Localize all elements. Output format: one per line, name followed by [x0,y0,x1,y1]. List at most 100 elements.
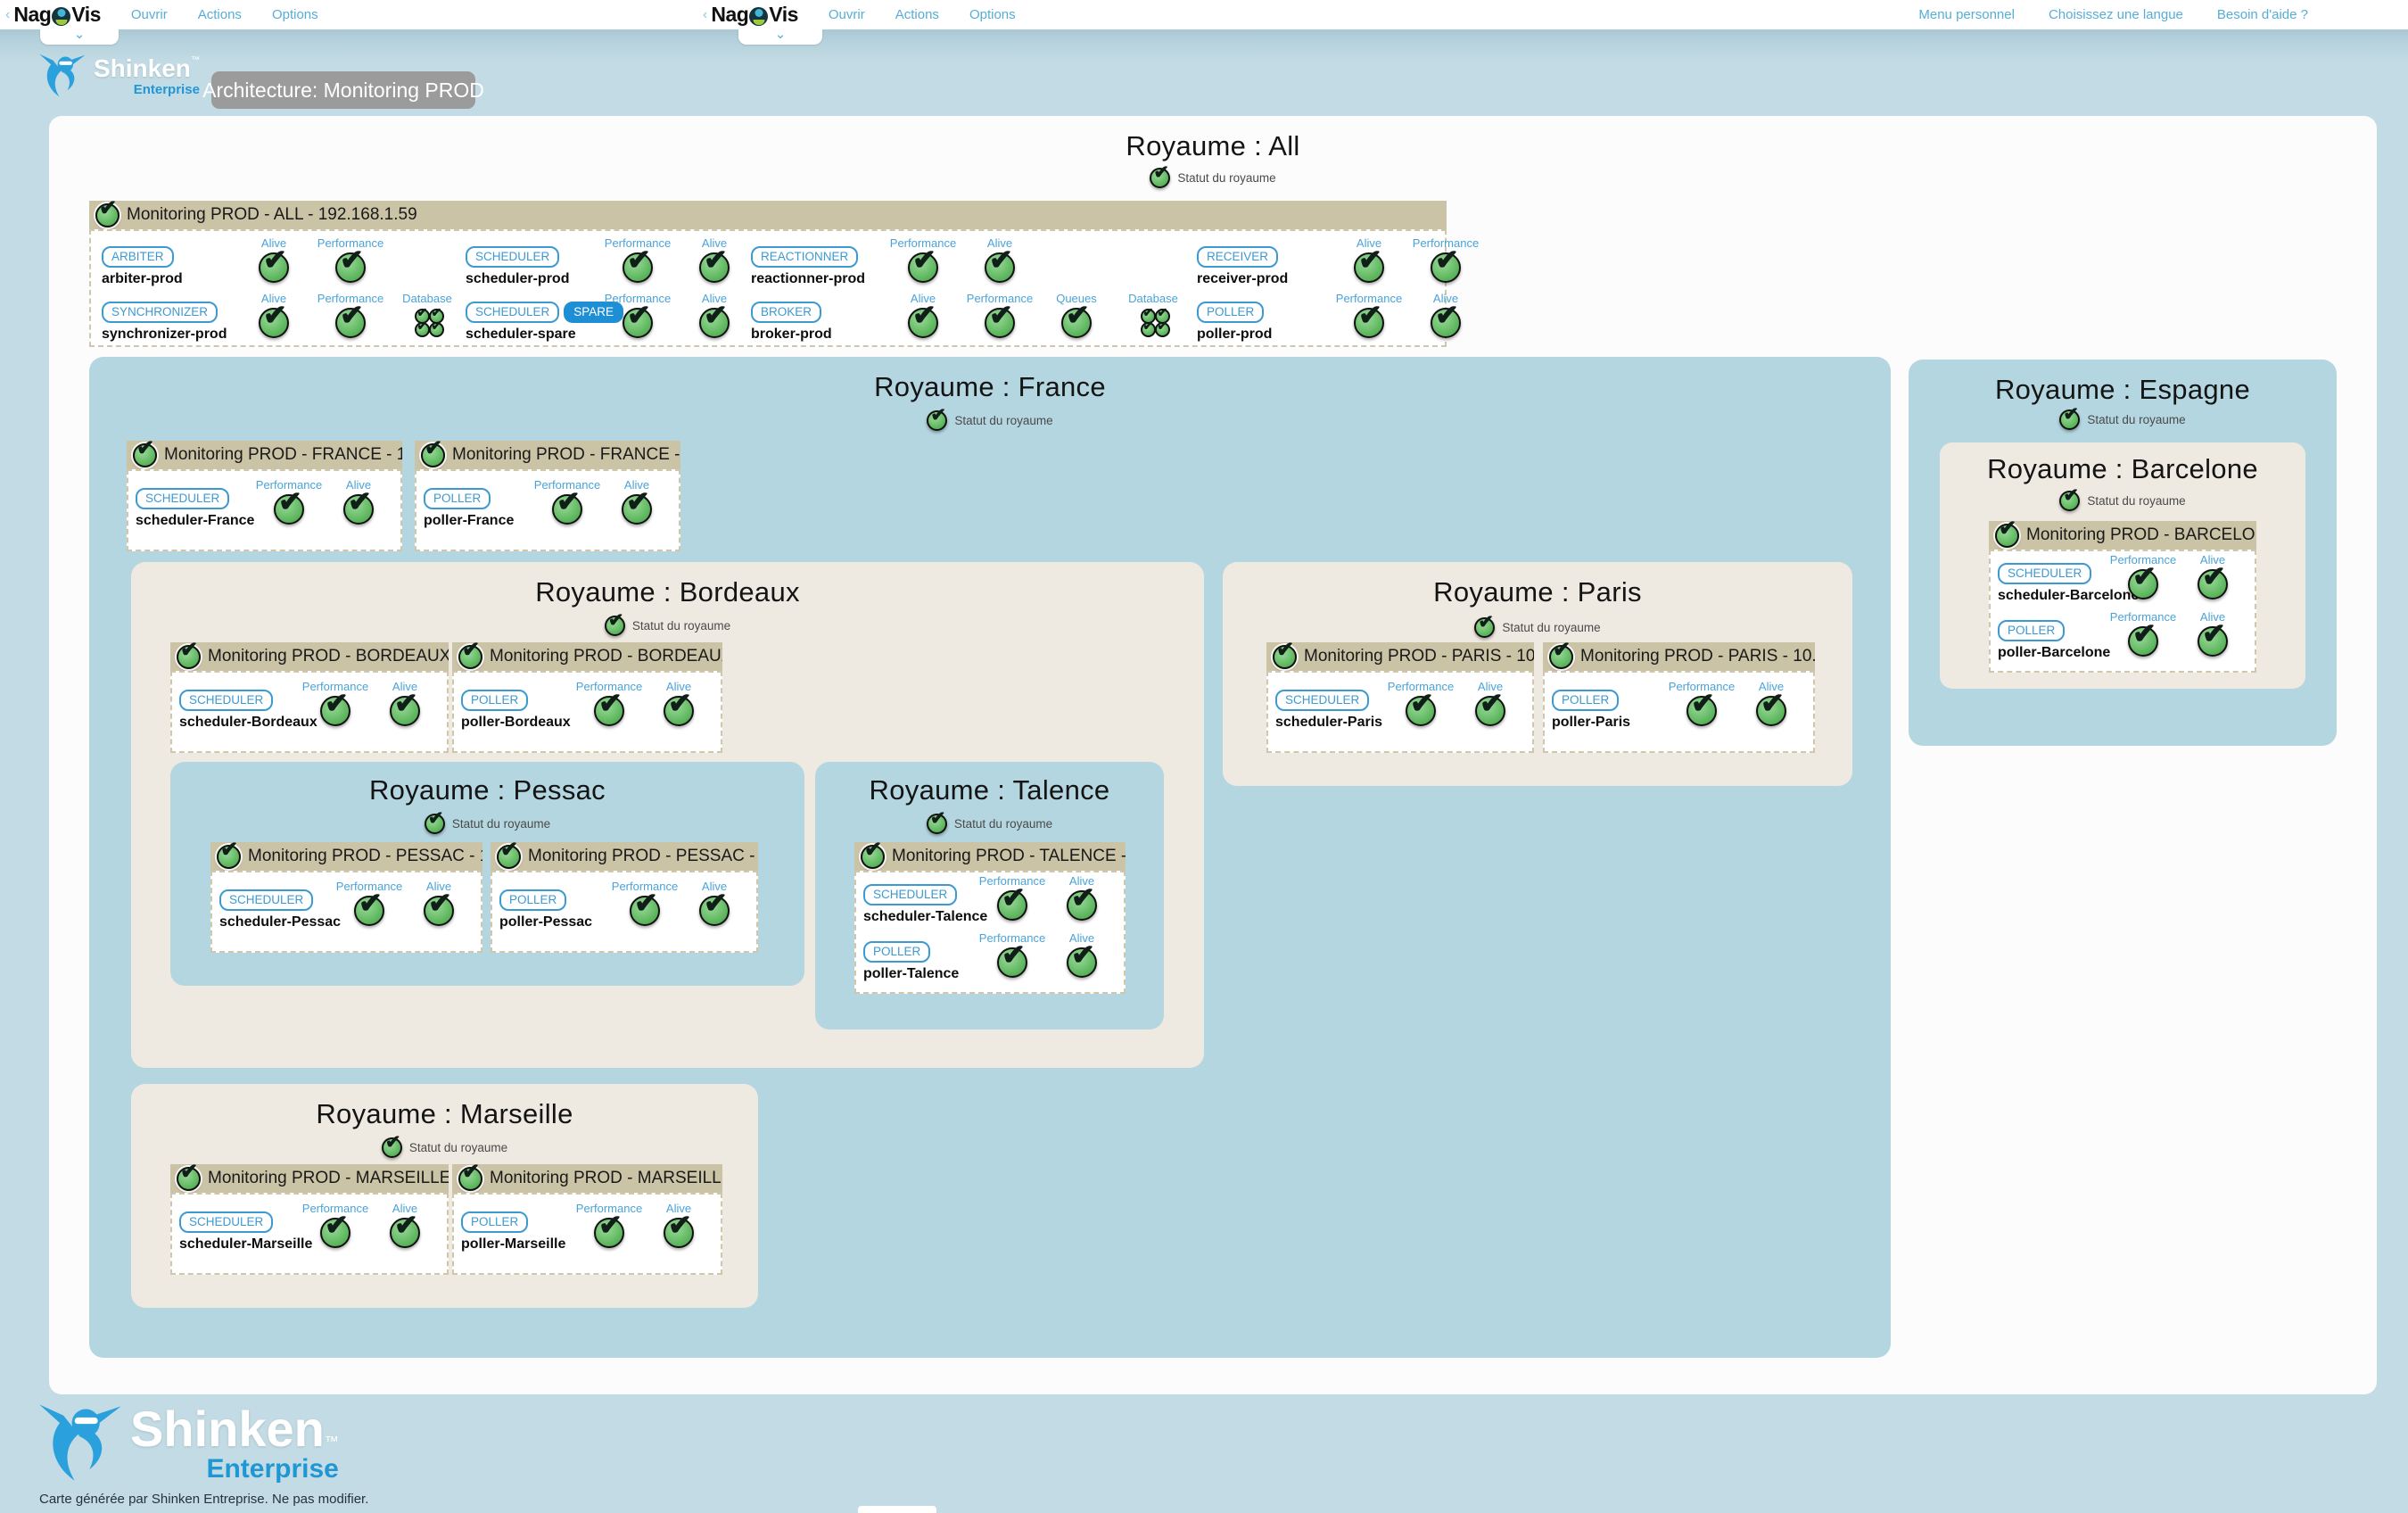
monitor-title: Monitoring PROD - ALL - 192.168.1.59 [127,205,417,224]
check-dot [428,319,444,337]
status-col: Performance [301,680,370,726]
menu-actions[interactable]: Actions [197,7,242,22]
status-ok-icon[interactable] [320,1211,350,1248]
realm-status-all[interactable]: Statut du royaume [49,163,2377,188]
monitor-header[interactable]: Monitoring PROD - ALL - 192.168.1.59 [89,201,1447,229]
menu-options[interactable]: Options [969,7,1016,22]
status-col: Performance [532,478,602,525]
status-ok-icon[interactable] [335,301,366,338]
status-ok-icon[interactable] [622,487,652,525]
status-ok-icon[interactable] [630,889,660,926]
realm-status-pessac[interactable]: Statut du royaume [170,809,804,834]
monitor-header[interactable]: Monitoring PROD - PARIS - 10.0.2.2 [1543,642,1815,671]
monitor-header[interactable]: Monitoring PROD - PESSAC - 10.0... [210,842,482,871]
status-ok-icon[interactable] [985,301,1015,338]
realm-status-marseille[interactable]: Statut du royaume [131,1133,758,1158]
status-ok-icon[interactable] [908,245,938,283]
menu-ouvrir[interactable]: Ouvrir [828,7,865,22]
status-ok-icon[interactable] [1475,689,1505,726]
back-arrow-icon[interactable]: ‹ [703,6,708,22]
status-ok-icon[interactable] [259,301,289,338]
realm-status-france[interactable]: Statut du royaume [89,406,1891,431]
status-ok-icon[interactable] [997,940,1027,978]
status-col: Performance [301,1202,370,1248]
menu-aide[interactable]: Besoin d'aide ? [2216,7,2308,22]
status-ok-icon[interactable] [390,1211,420,1248]
menu-ouvrir[interactable]: Ouvrir [130,7,168,22]
menu-langue[interactable]: Choisissez une langue [2048,7,2183,22]
status-ok-icon[interactable] [343,487,374,525]
realm-status-talence[interactable]: Statut du royaume [815,809,1164,834]
status-ok-icon[interactable] [699,301,730,338]
status-ok-icon[interactable] [1686,689,1717,726]
status-ok-icon[interactable] [997,883,1027,921]
status-ok-icon[interactable] [985,245,1015,283]
database-status-icon[interactable] [414,306,444,337]
status-ok-icon [424,809,445,834]
status-ok-icon[interactable] [908,301,938,338]
status-ok-icon[interactable] [1756,689,1786,726]
status-ok-icon[interactable] [2198,619,2228,657]
role-badge: POLLER [1552,690,1620,711]
status-ok-icon[interactable] [2198,562,2228,599]
status-label: Database [402,292,452,305]
status-ok-icon[interactable] [552,487,582,525]
monitor-box-talence: Monitoring PROD - TALENCE - 10... SCHEDU… [854,842,1126,994]
status-ok-icon[interactable] [390,689,420,726]
status-ok-icon[interactable] [274,487,304,525]
menu-actions[interactable]: Actions [895,7,939,22]
status-col: Performance [977,931,1047,978]
realm-title-paris: Royaume : Paris [1433,576,1642,608]
back-arrow-icon[interactable]: ‹ [5,6,11,22]
status-ok-icon[interactable] [1067,883,1097,921]
status-ok-icon[interactable] [623,301,653,338]
status-ok-icon[interactable] [1061,301,1092,338]
bottom-panel-edge[interactable] [858,1506,936,1513]
status-ok-icon [421,441,445,467]
status-ok-icon[interactable] [594,1211,624,1248]
monitor-header[interactable]: Monitoring PROD - FRANCE - 10.... [415,441,680,469]
status-ok-icon[interactable] [664,689,694,726]
status-ok-icon[interactable] [699,245,730,283]
realm-status-bordeaux[interactable]: Statut du royaume [131,611,1204,636]
menu-personnel[interactable]: Menu personnel [1918,7,2015,22]
monitor-header[interactable]: Monitoring PROD - TALENCE - 10... [854,842,1126,871]
status-ok-icon[interactable] [664,1211,694,1248]
status-ok-icon[interactable] [1406,689,1436,726]
monitor-header[interactable]: Monitoring PROD - PESSAC - 10.0... [491,842,758,871]
status-ok-icon[interactable] [2128,562,2158,599]
status-ok-icon[interactable] [623,245,653,283]
status-ok-icon[interactable] [1431,245,1461,283]
status-ok-icon[interactable] [335,245,366,283]
chevron-down-icon: ⌄ [73,27,86,42]
monitor-header[interactable]: Monitoring PROD - BARCELONE -... [1989,521,2256,550]
status-ok-icon[interactable] [699,889,730,926]
status-ok-icon[interactable] [1354,301,1384,338]
database-status-icon[interactable] [1140,306,1170,337]
status-ok-icon[interactable] [1067,940,1097,978]
header-toggle-tab[interactable]: ⌄ [738,28,822,45]
monitor-header[interactable]: Monitoring PROD - MARSEILLE - ... [170,1164,449,1193]
status-ok-icon[interactable] [354,889,384,926]
realm-status-barcelone[interactable]: Statut du royaume [1940,486,2305,511]
status-ok-icon[interactable] [259,245,289,283]
monitor-header[interactable]: Monitoring PROD - FRANCE - 10.... [127,441,402,469]
status-ok-icon[interactable] [424,889,454,926]
monitor-header[interactable]: Monitoring PROD - PARIS - 10.0.2.1 [1266,642,1534,671]
realm-status-paris[interactable]: Statut du royaume [1223,613,1852,638]
status-col: Alive [961,236,1038,283]
status-ok-icon[interactable] [1431,301,1461,338]
monitor-header[interactable]: Monitoring PROD - BORDEAUX - ... [170,642,449,671]
status-ok-icon[interactable] [594,689,624,726]
monitor-header[interactable]: Monitoring PROD - MARSEILLE - ... [452,1164,722,1193]
status-ok-icon[interactable] [1354,245,1384,283]
status-ok-icon[interactable] [320,689,350,726]
header-toggle-tab[interactable]: ⌄ [40,27,119,45]
realm-status-espagne[interactable]: Statut du royaume [1909,405,2337,430]
menu-options[interactable]: Options [271,7,318,22]
status-ok-icon[interactable] [2128,619,2158,657]
monitor-header[interactable]: Monitoring PROD - BORDEAUX - ... [452,642,722,671]
